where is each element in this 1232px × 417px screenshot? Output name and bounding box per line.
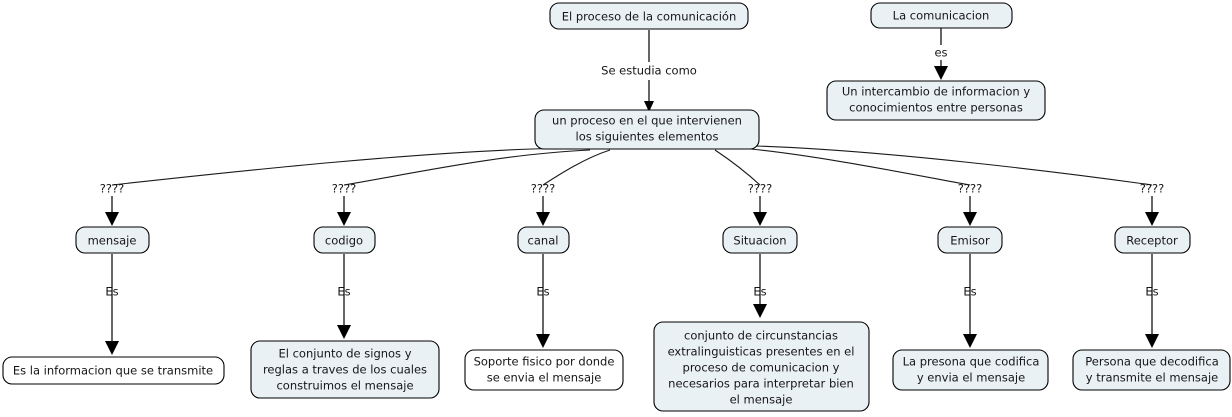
node-root-label: El proceso de la comunicación bbox=[562, 10, 736, 24]
node-codigo-label: codigo bbox=[325, 234, 363, 248]
node-hub-label-line1: un proceso en el que intervienen bbox=[552, 114, 742, 128]
node-situacion-box[interactable] bbox=[722, 226, 798, 254]
arrowhead-situacion bbox=[753, 212, 767, 226]
arrowhead-mensaje bbox=[105, 212, 119, 226]
leaf-mensaje-definition-line1: Es la informacion que se transmite bbox=[13, 364, 213, 378]
node-mensaje-label: mensaje bbox=[88, 234, 137, 248]
arrowhead-canal bbox=[536, 212, 550, 226]
node-codigo[interactable]: codigo bbox=[313, 226, 376, 254]
edge-label-unknown-situacion: ???? bbox=[748, 182, 772, 196]
edge-hub-to-situacion bbox=[714, 149, 761, 186]
arrowhead-aside bbox=[934, 66, 948, 80]
node-emisor[interactable]: Emisor bbox=[937, 226, 1003, 254]
node-receptor-label: Receptor bbox=[1126, 234, 1178, 248]
node-mensaje[interactable]: mensaje bbox=[75, 226, 150, 254]
arrowhead-codigo bbox=[337, 212, 351, 226]
arrowhead-root-to-hub bbox=[644, 101, 654, 112]
leaf-codigo-definition-line1: El conjunto de signos y bbox=[278, 347, 411, 361]
edge-label-unknown-emisor: ???? bbox=[958, 182, 982, 196]
leaf-canal-definition-box[interactable] bbox=[464, 349, 624, 391]
edge-label-es-codigo: Es bbox=[337, 285, 350, 299]
node-receptor[interactable]: Receptor bbox=[1114, 226, 1191, 254]
arrowhead-emisor bbox=[963, 212, 977, 226]
leaf-codigo-definition-line3: construimos el mensaje bbox=[276, 379, 413, 393]
node-aside-root-box[interactable] bbox=[870, 2, 1013, 29]
arrowhead-emisor-def bbox=[963, 334, 977, 348]
edge-label-es-situacion: Es bbox=[753, 285, 766, 299]
node-mensaje-box[interactable] bbox=[75, 226, 150, 254]
edge-hub-to-codigo bbox=[343, 149, 591, 186]
edge-label-es-emisor: Es bbox=[963, 285, 976, 299]
node-aside-root-label: La comunicacion bbox=[893, 9, 990, 23]
node-canal-label: canal bbox=[528, 234, 559, 248]
leaf-emisor-definition-box[interactable] bbox=[892, 349, 1049, 391]
arrowhead-mensaje-def bbox=[105, 341, 119, 355]
edge-label-se-estudia-como: Se estudia como bbox=[601, 64, 697, 78]
leaf-codigo-definition[interactable]: El conjunto de signos y reglas a traves … bbox=[250, 340, 440, 399]
edge-label-es-aside: es bbox=[934, 46, 947, 60]
node-canal[interactable]: canal bbox=[517, 226, 570, 254]
node-hub-label-line2: los siguientes elementos bbox=[576, 130, 719, 144]
edge-label-es-canal: Es bbox=[536, 285, 549, 299]
node-emisor-label: Emisor bbox=[950, 234, 990, 248]
edge-label-es-receptor: Es bbox=[1145, 285, 1158, 299]
edge-hub-to-mensaje bbox=[111, 147, 571, 186]
edge-hub-to-canal bbox=[542, 149, 611, 186]
node-situacion[interactable]: Situacion bbox=[722, 226, 798, 254]
node-hub[interactable]: un proceso en el que intervienen los sig… bbox=[534, 109, 760, 150]
leaf-receptor-definition-line2: y transmite el mensaje bbox=[1086, 371, 1218, 385]
leaf-emisor-definition-line2: y envia el mensaje bbox=[917, 371, 1025, 385]
arrowhead-receptor-def bbox=[1145, 334, 1159, 348]
node-aside-definition[interactable]: Un intercambio de informacion y conocimi… bbox=[826, 80, 1046, 121]
node-hub-box[interactable] bbox=[534, 109, 760, 150]
edge-label-unknown-mensaje: ???? bbox=[100, 182, 124, 196]
node-emisor-box[interactable] bbox=[937, 226, 1003, 254]
leaf-receptor-definition-box[interactable] bbox=[1072, 349, 1231, 391]
node-root-box[interactable] bbox=[549, 2, 749, 30]
node-aside-definition-line1: Un intercambio de informacion y bbox=[842, 85, 1031, 99]
leaf-codigo-definition-box[interactable] bbox=[250, 340, 440, 399]
leaf-situacion-definition-box[interactable] bbox=[653, 321, 870, 412]
edge-label-es-mensaje: Es bbox=[105, 285, 118, 299]
node-situacion-label: Situacion bbox=[733, 234, 786, 248]
leaf-situacion-definition-line4: necesarios para interpretar bien bbox=[668, 377, 854, 391]
leaf-situacion-definition[interactable]: conjunto de circunstancias extralinguist… bbox=[653, 321, 870, 412]
arrowhead-receptor bbox=[1145, 212, 1159, 226]
node-aside-definition-box[interactable] bbox=[826, 80, 1046, 121]
node-codigo-box[interactable] bbox=[313, 226, 376, 254]
leaf-canal-definition-line2: se envia el mensaje bbox=[487, 371, 602, 385]
leaf-codigo-definition-line2: reglas a traves de los cuales bbox=[263, 363, 427, 377]
edge-label-unknown-receptor: ???? bbox=[1140, 182, 1164, 196]
arrowhead-situacion-def bbox=[753, 304, 767, 318]
node-aside-root[interactable]: La comunicacion bbox=[870, 2, 1013, 29]
leaf-canal-definition[interactable]: Soporte fisico por donde se envia el men… bbox=[464, 349, 624, 391]
edge-label-unknown-codigo: ???? bbox=[332, 182, 356, 196]
leaf-canal-definition-line1: Soporte fisico por donde bbox=[474, 355, 615, 369]
node-canal-box[interactable] bbox=[517, 226, 570, 254]
arrowhead-codigo-def bbox=[337, 325, 351, 339]
leaf-emisor-definition[interactable]: La presona que codifica y envia el mensa… bbox=[892, 349, 1049, 391]
edge-hub-to-emisor bbox=[739, 147, 971, 186]
leaf-mensaje-definition[interactable]: Es la informacion que se transmite bbox=[2, 356, 225, 385]
arrowhead-canal-def bbox=[536, 334, 550, 348]
leaf-mensaje-definition-box[interactable] bbox=[2, 356, 225, 385]
edge-hub-to-receptor bbox=[755, 145, 1153, 186]
leaf-situacion-definition-line2: extralinguisticas presentes en el bbox=[668, 345, 855, 359]
node-receptor-box[interactable] bbox=[1114, 226, 1191, 254]
edge-label-unknown-canal: ???? bbox=[531, 182, 555, 196]
leaf-emisor-definition-line1: La presona que codifica bbox=[903, 355, 1040, 369]
leaf-situacion-definition-line5: el mensaje bbox=[730, 393, 793, 407]
leaf-situacion-definition-line1: conjunto de circunstancias bbox=[684, 329, 838, 343]
leaf-receptor-definition[interactable]: Persona que decodifica y transmite el me… bbox=[1072, 349, 1231, 391]
leaf-situacion-definition-line3: proceso de comunicacion y bbox=[683, 361, 840, 375]
node-root[interactable]: El proceso de la comunicación bbox=[549, 2, 749, 30]
leaf-receptor-definition-line1: Persona que decodifica bbox=[1085, 355, 1219, 369]
node-aside-definition-line2: conocimientos entre personas bbox=[849, 101, 1023, 115]
